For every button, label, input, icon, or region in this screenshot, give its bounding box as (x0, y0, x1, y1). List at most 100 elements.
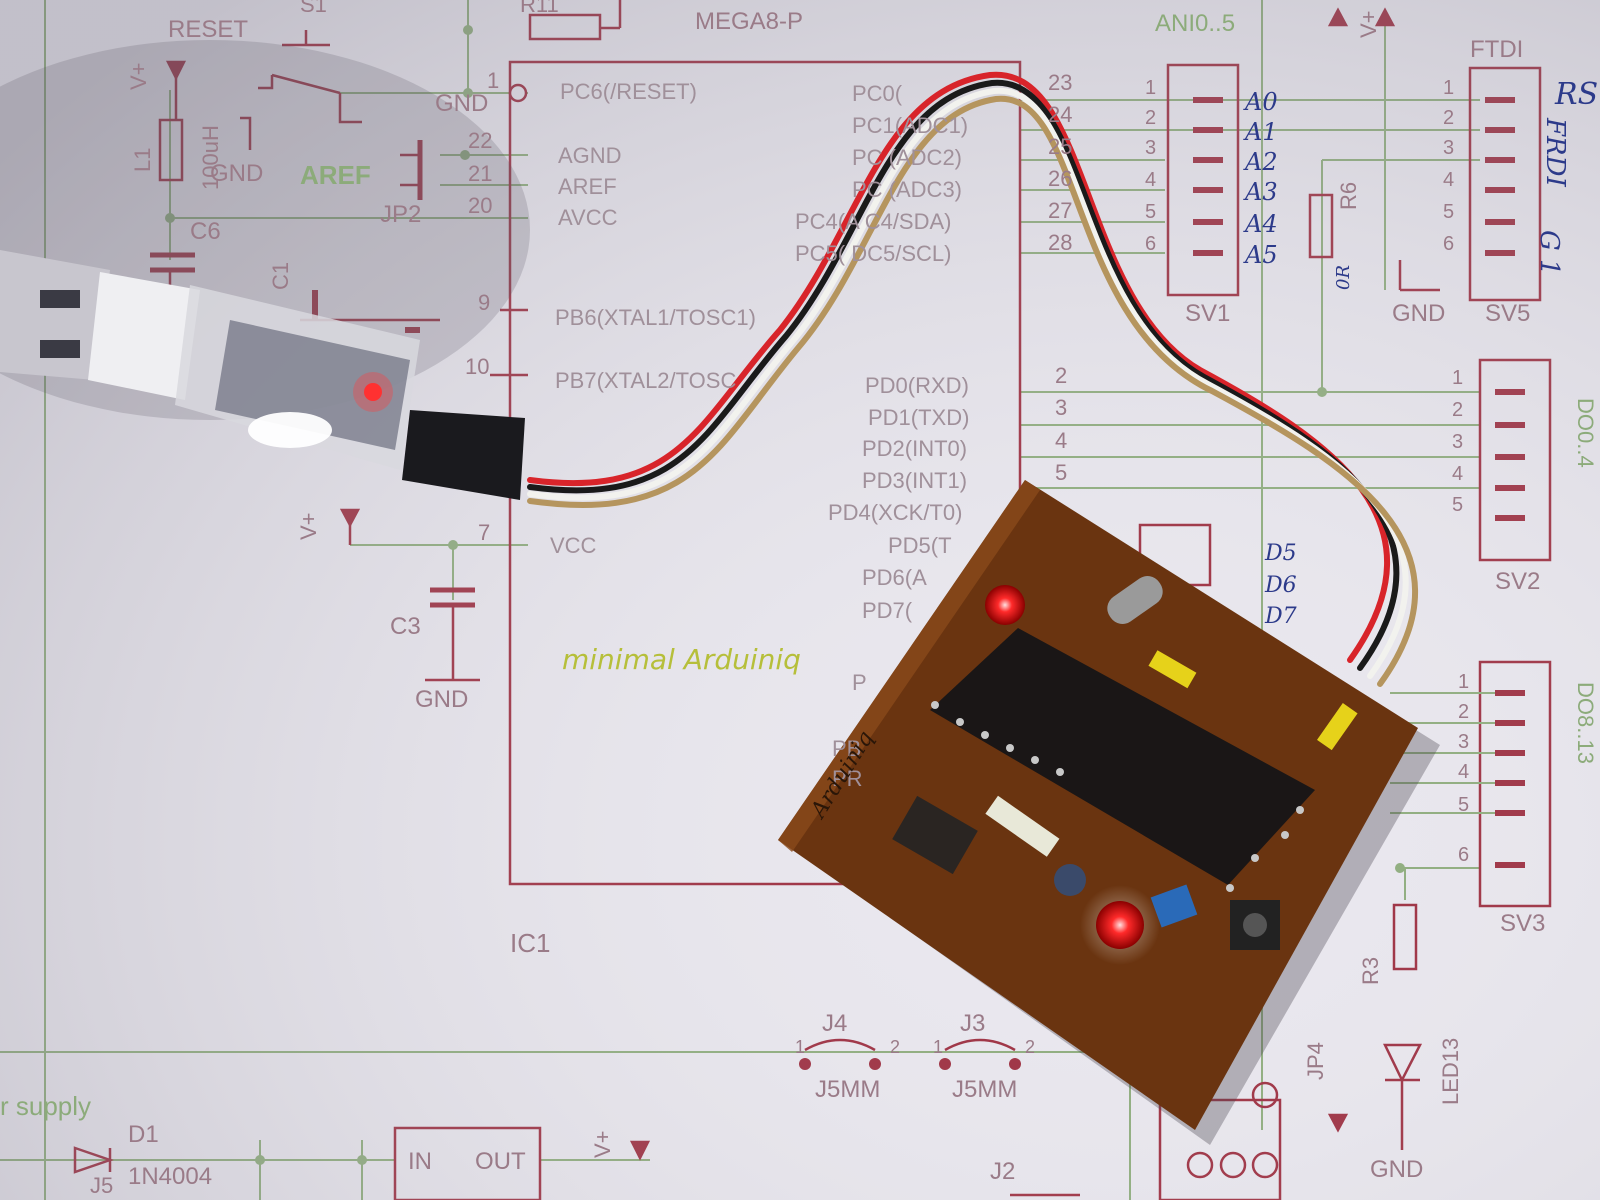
pin-number-right: 28 (1048, 230, 1073, 255)
d1-label: D1 (128, 1121, 159, 1148)
pin-name-right: PC (ADC3) (852, 177, 963, 202)
jp2-label: JP2 (380, 201, 422, 228)
handwritten-analog: A4 (1245, 210, 1278, 238)
s1-label: S1 (300, 0, 327, 17)
sv5-label: SV5 (1485, 300, 1531, 327)
sv2-pin-number: 3 (1452, 431, 1464, 453)
pin-number-left: 20 (468, 193, 493, 218)
yellow-cap-2 (1317, 702, 1358, 751)
sv3-pin-number: 3 (1458, 731, 1470, 753)
c6-label: C6 (190, 218, 221, 245)
handwritten-gnd-note: G 1 (1534, 230, 1564, 276)
handwritten-digital: D7 (1265, 604, 1297, 629)
chip-ref-label: IC1 (510, 928, 551, 958)
l1-value: 100uH (198, 125, 223, 190)
sv5-pin-number: 4 (1443, 169, 1455, 191)
r6-value: 0R (1333, 264, 1354, 290)
do04-label: DO0..4 (1573, 398, 1598, 468)
ic-pins (931, 701, 1304, 892)
gnd-label: GND (1370, 1156, 1424, 1183)
vplus-label: V+ (126, 62, 151, 90)
pin-number-left: 7 (478, 520, 491, 545)
pin-name-left: PB6(XTAL1/TOSC1) (555, 305, 756, 330)
pin-stub-label: PB (832, 736, 862, 761)
pin-number-right: 3 (1055, 395, 1068, 420)
aref-label: AREF (300, 160, 371, 190)
adapter-glare (248, 412, 332, 448)
pin-number-right: 26 (1048, 166, 1073, 191)
handwritten-digital: D5 (1265, 541, 1297, 566)
sv2-label: SV2 (1495, 568, 1541, 595)
crystal (1107, 576, 1163, 624)
j5mm-label: J5MM (952, 1076, 1018, 1103)
pin-number-left: 21 (468, 161, 493, 186)
pin-number-right: 25 (1048, 134, 1073, 159)
j3-label: J3 (960, 1010, 986, 1037)
gnd-label: GND (435, 90, 489, 117)
pin-number-right: 4 (1055, 428, 1068, 453)
usb-plug (0, 250, 110, 380)
pin-stub-label: PR (832, 766, 863, 791)
usb-adapter (0, 250, 525, 500)
ribbon-cable (527, 71, 1418, 687)
pcb-ic-chip (930, 628, 1315, 885)
pin-name-left: PB7(XTAL2/TOSC (555, 368, 737, 393)
dupont-connector (402, 410, 525, 500)
pin-stub-label: P (852, 670, 867, 695)
pin-name-right: PD1(TXD) (868, 405, 970, 430)
sv1-pin-number: 6 (1145, 233, 1157, 255)
sv5-pin-number: 1 (1443, 77, 1455, 99)
sv1-pin-number: 1 (1145, 77, 1157, 99)
sv1-pin-number: 3 (1145, 137, 1157, 159)
r6-label: R6 (1336, 181, 1361, 210)
handwritten-ftdi-note: RS (1555, 77, 1599, 112)
gnd-label: GND (415, 686, 469, 713)
usb-collar (88, 272, 200, 400)
j4-label: J4 (822, 1010, 848, 1037)
sv3-pin-number: 6 (1458, 844, 1470, 866)
handwritten-analog: A5 (1245, 241, 1278, 269)
pin-name-left: PC6(/RESET) (560, 79, 697, 104)
pin-number-left: 1 (487, 68, 500, 93)
handwritten-digital: D6 (1265, 573, 1297, 598)
j5mm-label: J5MM (815, 1076, 881, 1103)
jumper-pin: 2 (1025, 1037, 1036, 1057)
adapter-led (364, 383, 382, 401)
reset-label: RESET (168, 16, 249, 43)
vplus-label: V+ (1356, 10, 1381, 38)
j5-label: J5 (90, 1173, 114, 1198)
jumper-pin: 2 (890, 1037, 901, 1057)
small-cap (1054, 864, 1086, 896)
pin-number-left: 22 (468, 128, 493, 153)
pin-name-right: PD2(INT0) (862, 436, 968, 461)
in-label: IN (408, 1148, 432, 1175)
pin-name-right: PC (ADC2) (852, 145, 963, 170)
blue-cap (1150, 884, 1198, 928)
led13-label: LED13 (1438, 1037, 1463, 1105)
logo-text: minimal Arduiniq (562, 643, 801, 676)
pin-name-left: AVCC (558, 205, 618, 230)
sv3-label: SV3 (1500, 910, 1546, 937)
sv2-pin-number: 5 (1452, 494, 1464, 516)
handwritten-analog: A0 (1245, 88, 1278, 116)
gnd-label: GND (1392, 300, 1446, 327)
do813-label: DO8..13 (1573, 682, 1598, 764)
l1-label: L1 (130, 147, 155, 172)
sv1-pin-number: 5 (1145, 201, 1157, 223)
pin-name-left: AREF (558, 174, 617, 199)
pin-name-right: PD3(INT1) (862, 468, 968, 493)
pin-number-left: 10 (465, 354, 490, 379)
pin-number-right: 23 (1048, 70, 1073, 95)
chip-part-label: MEGA8-P (695, 8, 804, 35)
header-block (892, 795, 978, 875)
handwritten-analog: A3 (1245, 178, 1278, 206)
pin-number-right: 27 (1048, 198, 1073, 223)
ani-label: ANI0..5 (1155, 10, 1236, 37)
sv3-pin-number: 2 (1458, 701, 1470, 723)
power-supply-label: r supply (0, 1091, 92, 1121)
c3-label: C3 (390, 613, 421, 640)
d1-value: 1N4004 (128, 1163, 213, 1190)
jp4-label: JP4 (1303, 1042, 1328, 1080)
